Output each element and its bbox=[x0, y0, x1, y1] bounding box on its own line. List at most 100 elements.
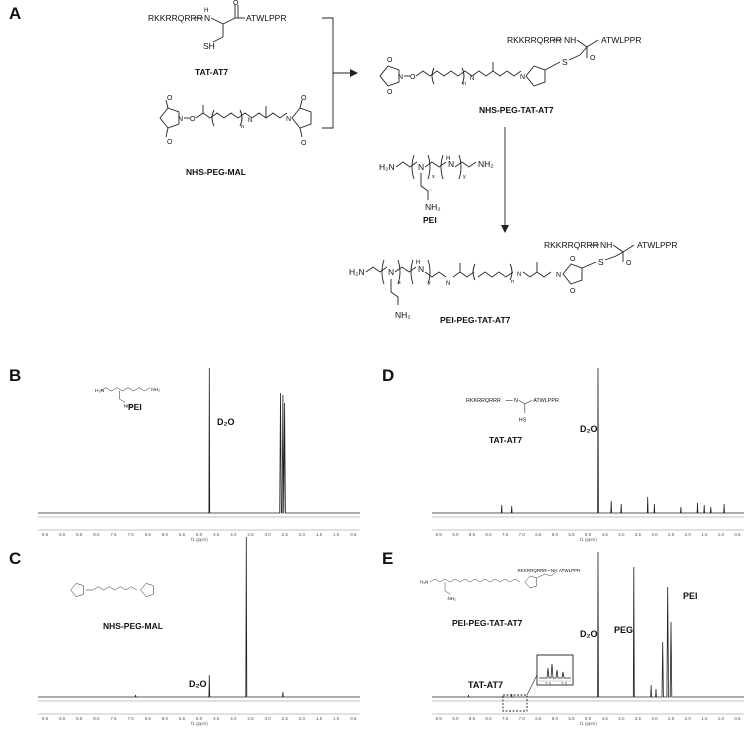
axis-label: f1 (ppm) bbox=[191, 721, 208, 726]
svg-text:O: O bbox=[410, 74, 416, 81]
svg-text:RKKRRQRRR: RKKRRQRRR bbox=[507, 35, 562, 45]
nhs-peg-mal-caption: NHS-PEG-MAL bbox=[186, 167, 246, 177]
axis-tick-label: 7.5 bbox=[110, 532, 117, 537]
svg-text:y: y bbox=[428, 280, 431, 286]
svg-text:H₂N: H₂N bbox=[349, 267, 365, 277]
spectrum-trace bbox=[38, 536, 360, 698]
axis-tick-label: 3.5 bbox=[247, 532, 254, 537]
svg-text:N: N bbox=[517, 272, 521, 278]
panel-e-pei-label: PEI bbox=[683, 591, 698, 601]
tat-seq-left: RKKRRQRRR bbox=[148, 13, 203, 23]
axis-tick-label: 4.5 bbox=[213, 716, 220, 721]
axis-tick-label: 3.5 bbox=[635, 532, 642, 537]
axis-tick-label: 9.0 bbox=[452, 716, 459, 721]
axis-tick-label: 8.5 bbox=[76, 716, 83, 721]
svg-text:O: O bbox=[167, 95, 173, 102]
pei-peg-tat-at7-caption: PEI-PEG-TAT-AT7 bbox=[440, 315, 511, 325]
axis-tick-label: 0.5 bbox=[734, 532, 741, 537]
svg-text:O: O bbox=[570, 288, 576, 295]
svg-text:RKKRRQRRR: RKKRRQRRR bbox=[544, 240, 599, 250]
panel-e-solvent: D₂O bbox=[580, 629, 598, 639]
axis-tick-label: 8.5 bbox=[469, 716, 476, 721]
panel-label-a: A bbox=[9, 4, 22, 23]
panel-label-b: B bbox=[9, 366, 22, 385]
axis-tick-label: 7.0 bbox=[128, 716, 135, 721]
axis-tick-label: 8.0 bbox=[485, 716, 492, 721]
svg-text:N: N bbox=[286, 116, 291, 123]
axis-tick-label: 1.0 bbox=[718, 716, 725, 721]
panel-b-annotations: PEI D₂O H₂N NH₂ NH₂ bbox=[95, 387, 235, 427]
svg-text:N: N bbox=[398, 74, 403, 81]
axis-tick-label: 7.5 bbox=[110, 716, 117, 721]
axis-tick-label: 3.5 bbox=[247, 716, 254, 721]
axis-tick-label: 4.0 bbox=[618, 716, 625, 721]
panel-d-annotations: TAT-AT7 D₂O RKKRRQRRR N ATWLPPR HS bbox=[466, 398, 598, 445]
axis-tick-label: 9.5 bbox=[42, 532, 49, 537]
axis-tick-label: 4.5 bbox=[213, 532, 220, 537]
axis-tick-label: 5.0 bbox=[585, 532, 592, 537]
svg-text:H₂N: H₂N bbox=[379, 162, 395, 172]
svg-text:O: O bbox=[626, 260, 632, 267]
axis-tick-label: 2.5 bbox=[668, 532, 675, 537]
axis-label: f1 (ppm) bbox=[580, 537, 597, 542]
axis-tick-label: 1.0 bbox=[333, 716, 340, 721]
axis-tick-label: 6.5 bbox=[535, 532, 542, 537]
svg-text:NH: NH bbox=[600, 240, 612, 250]
axis-tick-label: 4.0 bbox=[618, 532, 625, 537]
axis-tick-label: 4.5 bbox=[602, 716, 609, 721]
svg-text:O: O bbox=[387, 57, 393, 64]
tat-at7-structure: RKKRRQRRR N H O ATWLPPR SH TAT-AT7 bbox=[148, 0, 286, 77]
svg-text:H: H bbox=[204, 8, 208, 14]
axis-tick-label: 7.5 bbox=[502, 716, 509, 721]
svg-text:ATWLPPR: ATWLPPR bbox=[559, 568, 581, 573]
axis-tick-label: 2.5 bbox=[282, 716, 289, 721]
axis-tick-label: 8.0 bbox=[485, 532, 492, 537]
tat-seq-right: ATWLPPR bbox=[246, 13, 286, 23]
nhs-peg-tat-at7-structure: RKKRRQRRR NH ATWLPPR O N O O O n N N S N… bbox=[379, 35, 641, 115]
svg-text:O: O bbox=[167, 139, 173, 146]
svg-text:NH₂: NH₂ bbox=[478, 159, 494, 169]
axis-tick-label: 9.5 bbox=[436, 532, 443, 537]
panel-d-solvent: D₂O bbox=[580, 424, 598, 434]
axis-tick-label: 6.0 bbox=[162, 716, 169, 721]
svg-text:N: N bbox=[520, 74, 525, 81]
svg-text:H₂N: H₂N bbox=[420, 580, 428, 585]
axis-tick-label: 5.0 bbox=[196, 716, 203, 721]
svg-text:n: n bbox=[241, 124, 244, 130]
axis-tick-label: 1.5 bbox=[316, 532, 323, 537]
svg-text:RKKRRQRRR: RKKRRQRRR bbox=[466, 398, 501, 404]
axis-tick-label: 7.0 bbox=[519, 716, 526, 721]
spectrum-trace bbox=[432, 367, 744, 514]
axis-tick-label: 2.5 bbox=[668, 716, 675, 721]
svg-text:NH₂: NH₂ bbox=[395, 310, 411, 320]
svg-text:O: O bbox=[387, 89, 393, 96]
panel-e-tat-label: TAT-AT7 bbox=[468, 680, 503, 690]
panel-b-caption: PEI bbox=[128, 402, 142, 412]
axis-tick-label: 1.5 bbox=[316, 716, 323, 721]
svg-text:O: O bbox=[570, 256, 576, 263]
svg-text:RKKRRQRRR—NH: RKKRRQRRR—NH bbox=[518, 568, 558, 573]
pei-structure: H₂N N x H N y NH₂ NH₂ PEI bbox=[379, 154, 494, 225]
axis-tick-label: 3.0 bbox=[265, 532, 272, 537]
nhs-peg-tat-at7-caption: NHS-PEG-TAT-AT7 bbox=[479, 105, 554, 115]
svg-text:H₂N: H₂N bbox=[95, 388, 104, 394]
axis-tick-label: 3.5 bbox=[635, 716, 642, 721]
panel-b-solvent: D₂O bbox=[217, 417, 235, 427]
axis-tick-label: 5.5 bbox=[179, 716, 186, 721]
axis-label: f1 (ppm) bbox=[191, 537, 208, 542]
axis-tick-label: 1.5 bbox=[701, 532, 708, 537]
pei-peg-tat-at7-structure: RKKRRQRRR NH ATWLPPR O H₂N N x H N y N n… bbox=[349, 240, 677, 325]
axis-tick-label: 0.5 bbox=[734, 716, 741, 721]
axis-tick-label: 5.5 bbox=[568, 532, 575, 537]
svg-text:N: N bbox=[446, 281, 450, 287]
svg-text:7.0: 7.0 bbox=[561, 681, 568, 686]
axis-tick-label: 9.5 bbox=[436, 716, 443, 721]
axis-tick-label: 2.0 bbox=[685, 716, 692, 721]
axis-tick-label: 9.5 bbox=[42, 716, 49, 721]
svg-text:O: O bbox=[301, 95, 307, 102]
svg-text:O: O bbox=[233, 0, 239, 7]
svg-text:n: n bbox=[511, 279, 514, 285]
panel-label-c: C bbox=[9, 549, 22, 568]
